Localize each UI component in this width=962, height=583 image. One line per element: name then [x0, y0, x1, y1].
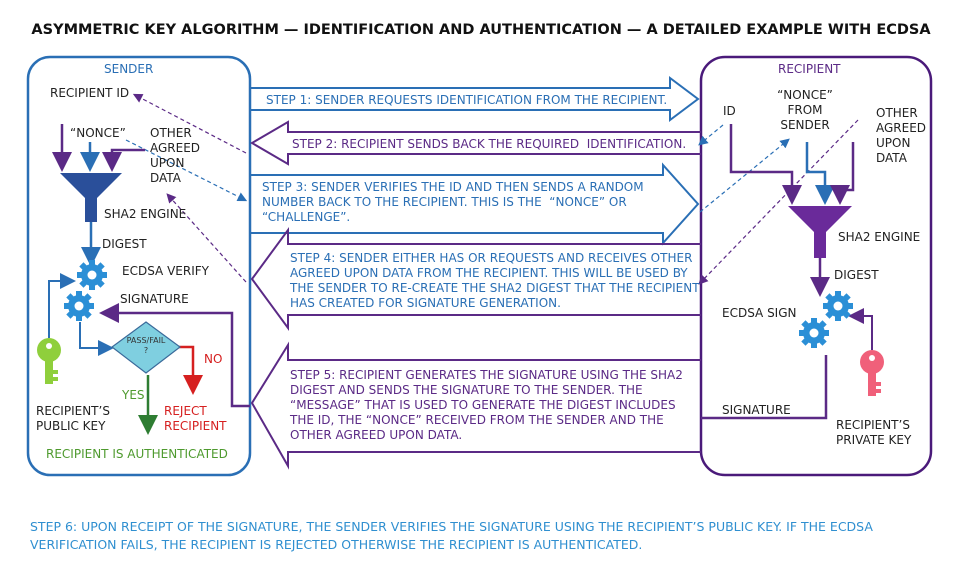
step-4: STEP 4: SENDER EITHER HAS OR REQUESTS AN… — [290, 251, 700, 310]
decision-label: PASS/FAIL ? — [126, 336, 166, 355]
sender-other-data: OTHER AGREED UPON DATA — [150, 126, 201, 185]
decision-diamond-icon — [110, 321, 182, 374]
recipient-private-key: RECIPIENT’S PRIVATE KEY — [836, 418, 912, 447]
dashed-nonce-link — [125, 139, 248, 202]
recipient-digest: DIGEST — [834, 268, 879, 282]
recipient-other-data: OTHER AGREED UPON DATA — [876, 106, 927, 165]
decision-no: NO — [204, 352, 223, 366]
dashed-nonce-link-right — [699, 138, 790, 213]
recipient-header: RECIPIENT — [778, 62, 841, 76]
dashed-id-link-right — [698, 124, 724, 146]
sender-recipient-id: RECIPIENT ID — [50, 86, 130, 100]
sender-signature: SIGNATURE — [120, 292, 189, 306]
reject-recipient: REJECT RECIPIENT — [164, 404, 227, 433]
recipient-box — [699, 55, 933, 477]
step-1: STEP 1: SENDER REQUESTS IDENTIFICATION F… — [266, 93, 668, 107]
diagram-title: ASYMMETRIC KEY ALGORITHM — IDENTIFICATIO… — [31, 22, 931, 38]
sender-header: SENDER — [104, 62, 154, 76]
recipient-sha2: SHA2 ENGINE — [838, 230, 921, 244]
step-3: STEP 3: SENDER VERIFIES THE ID AND THEN … — [262, 180, 644, 224]
sender-public-key: RECIPIENT’S PUBLIC KEY — [36, 404, 110, 433]
step-5: STEP 5: RECIPIENT GENERATES THE SIGNATUR… — [290, 368, 683, 442]
recipient-id: ID — [723, 104, 736, 118]
step4-arrow — [250, 226, 701, 332]
key-icon — [37, 338, 61, 384]
step2-arrow — [250, 120, 701, 166]
recipient-authenticated: RECIPIENT IS AUTHENTICATED — [46, 447, 228, 461]
gear-icon — [799, 318, 829, 348]
sender-sha2: SHA2 ENGINE — [104, 207, 187, 221]
step3-arrow — [250, 162, 700, 246]
funnel-icon — [788, 206, 852, 258]
step1-arrow — [250, 76, 700, 122]
gear-icon — [64, 291, 94, 321]
step5-arrow — [250, 341, 701, 470]
dashed-other-link — [166, 193, 247, 283]
key-icon — [860, 350, 884, 396]
sender-nonce: “NONCE” — [70, 126, 126, 140]
funnel-icon — [60, 173, 122, 222]
sender-ecdsa-verify: ECDSA VERIFY — [122, 264, 209, 278]
decision-yes: YES — [122, 388, 145, 402]
recipient-ecdsa-sign: ECDSA SIGN — [722, 306, 797, 320]
gear-icon — [77, 260, 107, 290]
gear-icon — [823, 291, 853, 321]
sender-box — [26, 55, 252, 477]
dashed-other-link-right — [698, 119, 859, 285]
step-6-note: STEP 6: UPON RECEIPT OF THE SIGNATURE, T… — [30, 519, 873, 552]
recipient-signature: SIGNATURE — [722, 403, 791, 417]
step-2: STEP 2: RECIPIENT SENDS BACK THE REQUIRE… — [292, 137, 687, 151]
recipient-nonce: “NONCE” FROM SENDER — [777, 88, 833, 132]
sender-digest: DIGEST — [102, 237, 147, 251]
